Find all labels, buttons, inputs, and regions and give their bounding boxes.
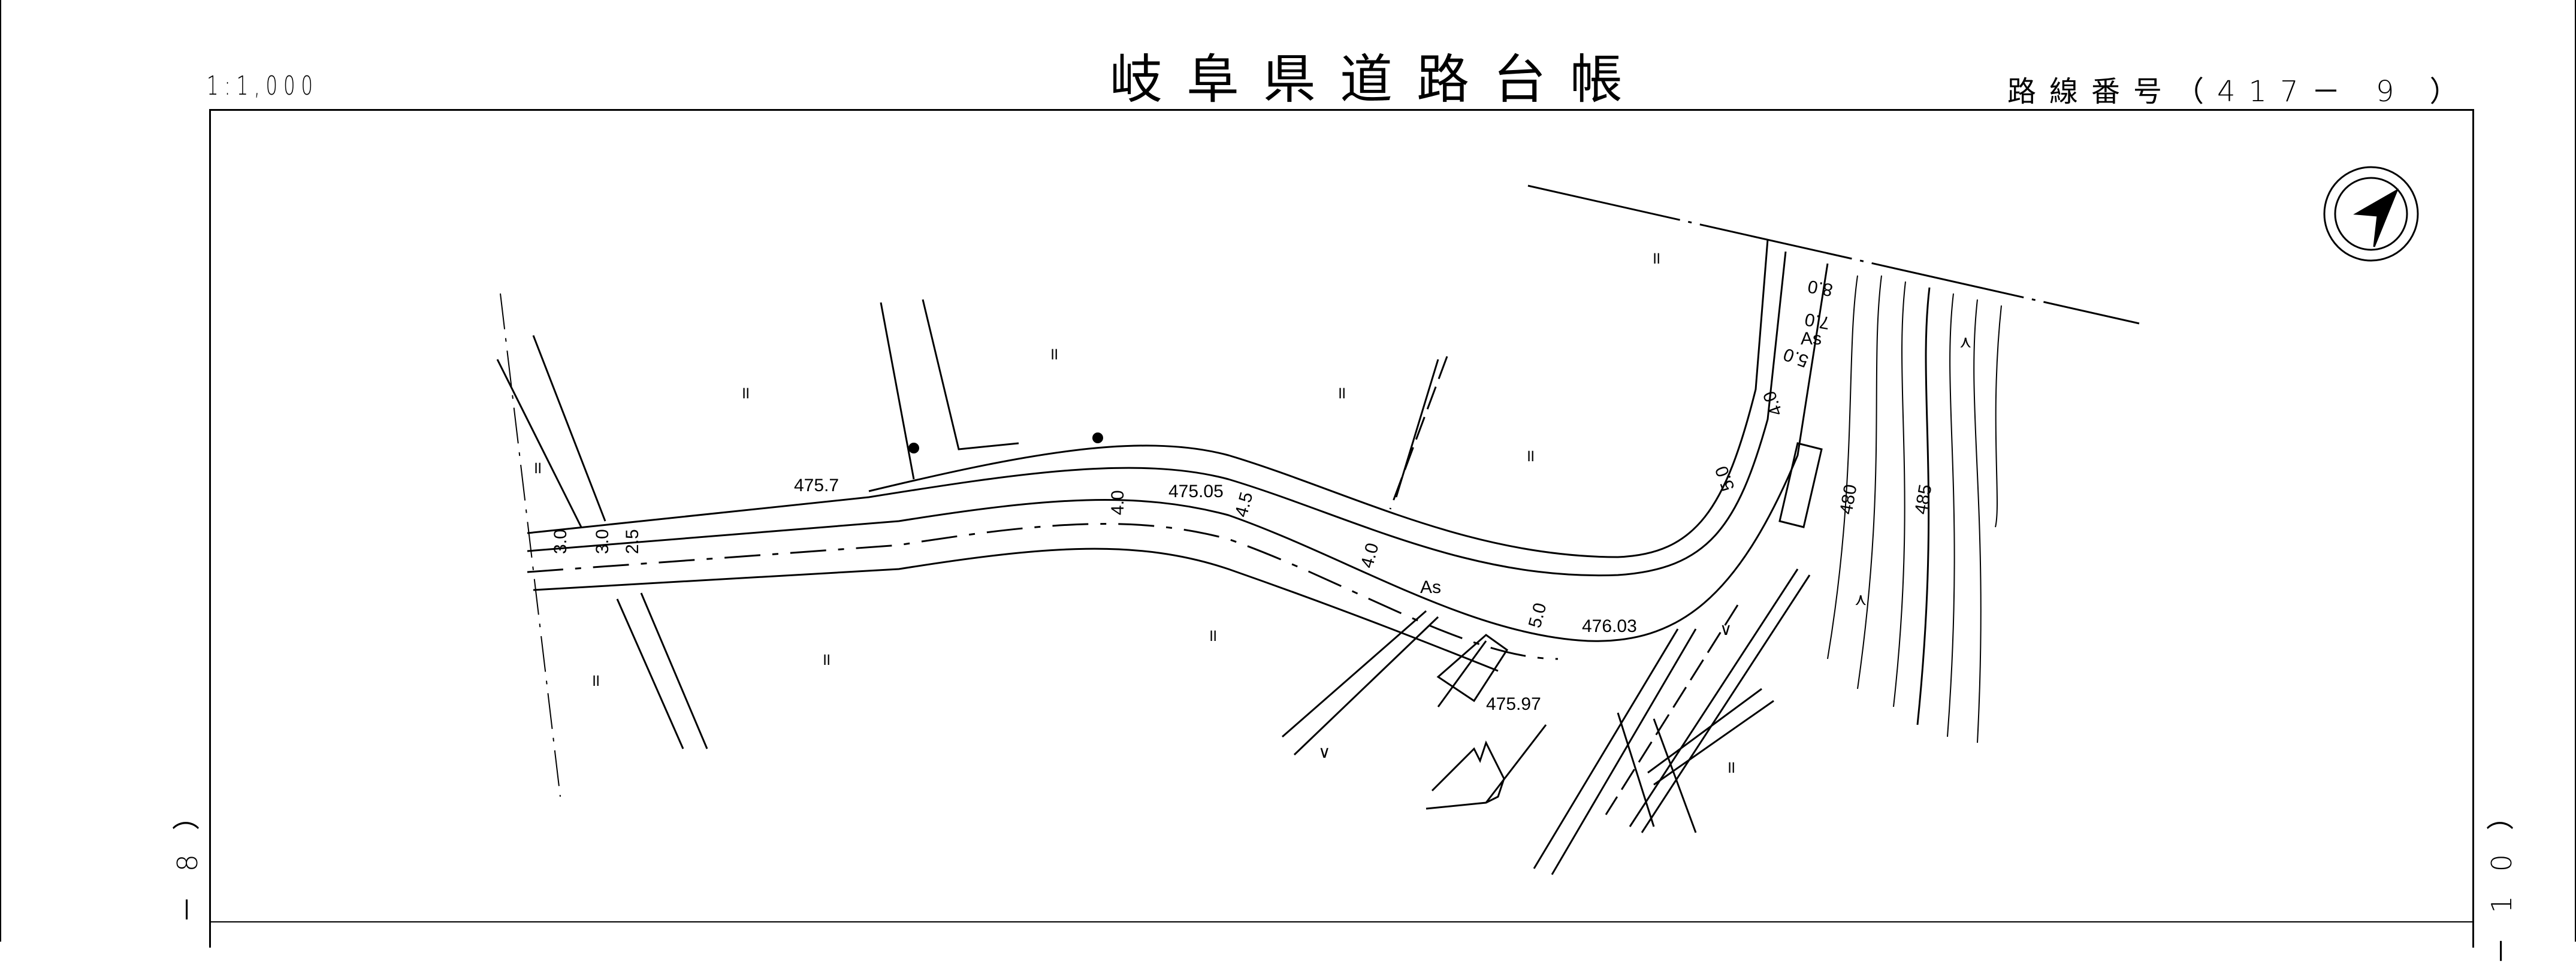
forest-symbol: ⋏ <box>1959 332 1972 352</box>
paddy-symbol: ॥ <box>1726 757 1736 777</box>
paddy-symbol: ॥ <box>740 383 750 403</box>
elevation-label: 475.05 <box>1168 482 1224 501</box>
forest-symbol: ⋏ <box>1855 589 1867 609</box>
road-width-label: 3.0 <box>593 529 612 554</box>
utility-pole-marker <box>1092 432 1103 443</box>
map-frame-bottom <box>209 921 2474 922</box>
boundary-line <box>1527 184 2140 325</box>
paddy-symbol: ॥ <box>1049 344 1059 364</box>
paddy-symbol: ॥ <box>821 649 831 669</box>
page-edge-left <box>0 0 1 942</box>
road-width-label: 5.0 <box>1525 601 1551 630</box>
buildings <box>1426 442 1823 810</box>
road-width-label: 7.0 <box>1803 309 1831 333</box>
road-width-label: 4.0 <box>1357 541 1383 570</box>
field-symbol: ∨ <box>1720 619 1732 639</box>
utility-pole-marker <box>908 443 919 453</box>
page-title: 岐阜県道路台帳 <box>1109 49 1647 110</box>
elevation-label: 475.7 <box>794 476 839 495</box>
side-road-north <box>880 299 1448 510</box>
road-width-label: 2.5 <box>623 529 642 554</box>
elevation-label: 475.97 <box>1486 694 1541 714</box>
paddy-symbol: ॥ <box>1207 625 1218 645</box>
main-road <box>527 239 1829 672</box>
road-width-label: 4.0 <box>1759 388 1786 418</box>
road-map: 475.7 475.05 476.03 475.97 480 485 As As… <box>496 166 2419 875</box>
paddy-symbol: ॥ <box>1525 446 1535 465</box>
road-width-label: 8.0 <box>1806 276 1834 300</box>
cross-road-left <box>496 293 708 797</box>
paddy-symbol: ॥ <box>532 458 542 477</box>
road-width-label: 3.0 <box>551 529 570 554</box>
page-edge-right <box>2575 0 2576 942</box>
paddy-symbol: ॥ <box>590 670 600 690</box>
paddy-symbol: ॥ <box>1336 383 1346 403</box>
north-arrow-icon <box>2323 166 2419 262</box>
elevation-label: 476.03 <box>1582 616 1637 636</box>
field-symbol: ∨ <box>1318 742 1331 762</box>
surface-label: As <box>1420 577 1441 597</box>
road-width-label: 4.0 <box>1108 490 1128 515</box>
contour-lines <box>1827 275 2002 743</box>
surface-label: As <box>1801 329 1822 349</box>
contour-label: 485 <box>1911 483 1935 516</box>
road-width-label: 5.0 <box>1711 463 1738 493</box>
south-branches <box>1282 568 1811 875</box>
contour-label: 480 <box>1836 483 1861 516</box>
road-width-label: 4.5 <box>1231 490 1257 519</box>
paddy-symbol: ॥ <box>1651 248 1661 268</box>
map-frame <box>209 109 2474 948</box>
scale-label: 1:1,000 <box>207 71 319 101</box>
route-number: 路線番号（417－ 9 ） <box>2007 75 2472 108</box>
